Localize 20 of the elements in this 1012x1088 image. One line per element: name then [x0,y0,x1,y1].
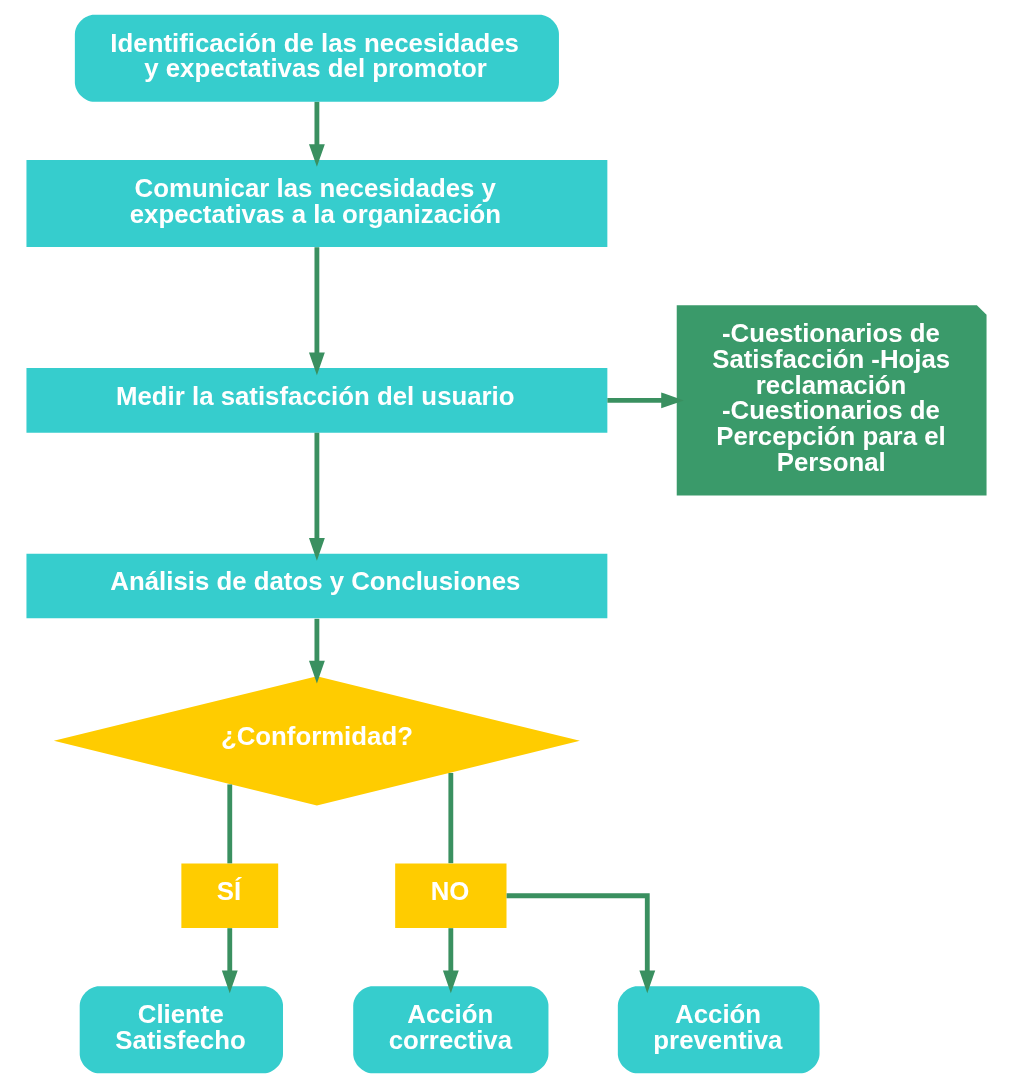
arrow [606,392,684,409]
connector [447,772,453,864]
connector [226,784,232,864]
node-box: NO [394,863,506,929]
node-box: Medir la satisfacción del usuario [25,368,607,433]
arrow [308,618,325,684]
node-box: Acción preventiva [617,986,820,1074]
arrow [308,101,325,167]
arrow [506,893,655,994]
node-box: Acción correctiva [352,986,548,1074]
arrow [442,928,459,994]
arrow [221,928,238,994]
node-box: SÍ [180,863,278,929]
node-box: Análisis de datos y Conclusiones [25,553,607,619]
node-box: Cliente Satisfecho [79,986,283,1074]
arrow [308,247,325,376]
arrow [308,432,325,561]
node-diamond: ¿Conformidad? [53,676,580,806]
node-box: Comunicar las necesidades y expectativas a la organización [25,159,607,248]
node-box: Identificación de las necesidades y expectativas del promotor [74,14,559,102]
